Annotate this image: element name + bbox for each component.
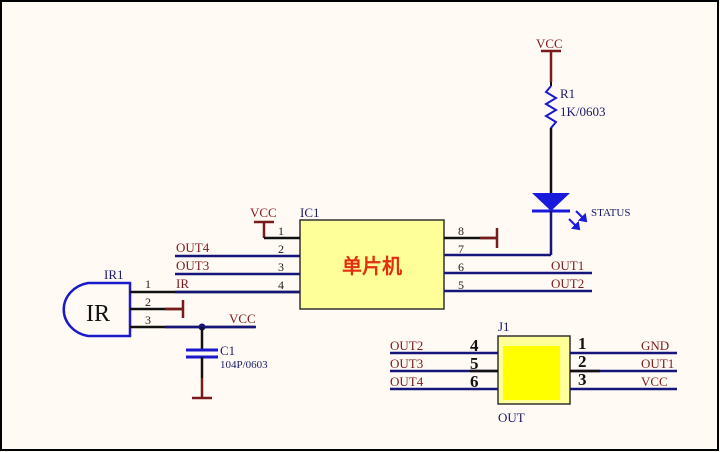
j1-net-vcc: VCC [641, 374, 668, 389]
ic1-pin-5: 5 [458, 278, 464, 292]
ic1-pin-2: 2 [278, 242, 284, 256]
j1-pin-1: 1 [578, 334, 587, 353]
j1-net-out3: OUT3 [390, 356, 423, 371]
net-out1-ic: OUT1 [551, 258, 584, 273]
gnd-ir-pin2-symbol [165, 300, 185, 318]
j1-pin-5: 5 [470, 354, 479, 373]
led-label: STATUS [591, 207, 630, 219]
ir1-pin-2: 2 [145, 295, 151, 309]
j1-ref: J1 [498, 319, 510, 334]
light-emission-arrows-icon [568, 210, 588, 231]
j1-net-out2: OUT2 [390, 338, 423, 353]
gnd-pin8-symbol [480, 228, 499, 248]
ic1-pin-6: 6 [458, 260, 464, 274]
connector-j1[interactable]: J1 OUT OUT2 OUT3 OUT4 4 5 6 1 2 3 GND OU… [390, 319, 677, 425]
ic1-pin-8: 8 [458, 224, 464, 238]
j1-inner [503, 346, 560, 400]
vcc-ic-label: VCC [250, 205, 277, 220]
ir-receiver-ir1[interactable]: IR1 IR 1 2 3 IR VCC [62, 267, 300, 338]
j1-pin-2: 2 [578, 352, 587, 371]
capacitor-c1[interactable]: C1 104P/0603 [186, 327, 268, 400]
net-out4-ic: OUT4 [176, 240, 210, 255]
ic1-pin-7: 7 [458, 242, 464, 256]
j1-pin-6: 6 [470, 372, 479, 391]
ic1-pin-4: 4 [278, 278, 284, 292]
ic1-pin-1: 1 [278, 224, 284, 238]
vcc-ic-symbol: VCC [250, 205, 300, 240]
j1-net-out1: OUT1 [641, 356, 674, 371]
c1-ref: C1 [220, 343, 235, 358]
ir1-ref: IR1 [104, 267, 124, 282]
vcc-top-label: VCC [536, 36, 563, 51]
j1-name: OUT [498, 410, 525, 425]
net-ir: IR [176, 276, 189, 291]
vcc-top-symbol: VCC [536, 36, 563, 82]
ic1-ref: IC1 [300, 205, 320, 220]
r1-value: 1K/0603 [560, 104, 606, 119]
ir1-pin-1: 1 [145, 277, 151, 291]
j1-pin-3: 3 [578, 370, 587, 389]
diode-triangle-icon [532, 193, 570, 211]
r1-ref: R1 [560, 86, 575, 101]
net-out3-ic: OUT3 [176, 258, 209, 273]
vcc-ir-label: VCC [229, 311, 256, 326]
c1-value: 104P/0603 [220, 359, 268, 371]
j1-pin-4: 4 [470, 336, 479, 355]
j1-net-out4: OUT4 [390, 374, 424, 389]
led-status[interactable]: STATUS [532, 193, 630, 231]
ir1-pin-3: 3 [145, 313, 151, 327]
j1-net-gnd: GND [641, 338, 669, 353]
ir1-body-label: IR [86, 301, 110, 327]
ic1-pin-3: 3 [278, 260, 284, 274]
ic1[interactable]: IC1 单片机 VCC 1 2 3 4 OUT4 OUT3 8 7 6 5 OU… [175, 205, 592, 310]
resistor-r1[interactable]: R1 1K/0603 [544, 82, 606, 140]
net-out2-ic: OUT2 [551, 276, 584, 291]
ic1-name: 单片机 [342, 254, 402, 278]
ic1-body [299, 219, 445, 310]
resistor-zigzag-icon [544, 85, 558, 140]
ir-receiver-body-icon [62, 281, 132, 338]
